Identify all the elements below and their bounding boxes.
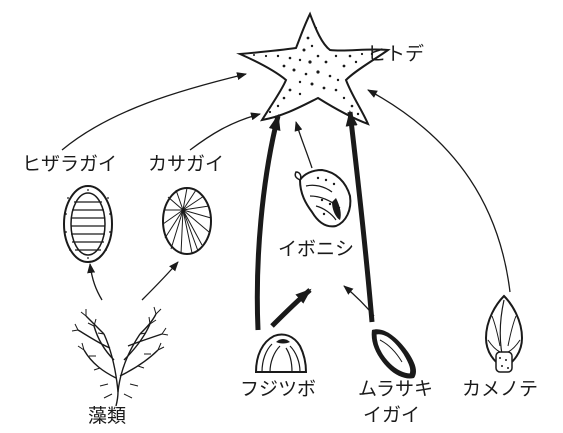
whelk-illustration — [295, 170, 350, 226]
label-mussel-line1: ムラサキ — [358, 378, 433, 400]
algae-illustration — [72, 307, 168, 406]
arrow-limpet-to-starfish — [190, 114, 260, 150]
gooseneck-barnacle-illustration — [486, 296, 522, 372]
arrow-barnacle-to-starfish — [257, 116, 278, 330]
label-mussel-line2: イガイ — [363, 404, 420, 426]
label-barnacle: フジツボ — [240, 378, 316, 400]
label-chiton: ヒザラガイ — [22, 153, 117, 175]
label-gooseneck: カメノテ — [462, 378, 538, 400]
limpet-illustration — [163, 188, 211, 254]
arrow-mussel-to-starfish — [350, 112, 372, 322]
arrow-barnacle-to-whelk — [272, 290, 310, 326]
arrow-chiton-to-starfish — [62, 74, 246, 150]
arrow-algae-to-chiton — [90, 264, 102, 300]
barnacle-illustration — [256, 334, 306, 372]
label-whelk: イボニシ — [278, 238, 354, 260]
label-starfish: ヒトデ — [367, 43, 424, 65]
arrow-algae-to-limpet — [142, 262, 178, 300]
label-limpet: カサガイ — [148, 153, 224, 175]
label-algae: 藻類 — [88, 405, 126, 427]
arrow-whelk-to-starfish — [296, 122, 312, 168]
chiton-illustration — [64, 186, 112, 262]
arrow-gooseneck-to-starfish — [368, 90, 510, 292]
starfish-illustration — [240, 14, 388, 124]
mussel-illustration — [372, 329, 416, 378]
